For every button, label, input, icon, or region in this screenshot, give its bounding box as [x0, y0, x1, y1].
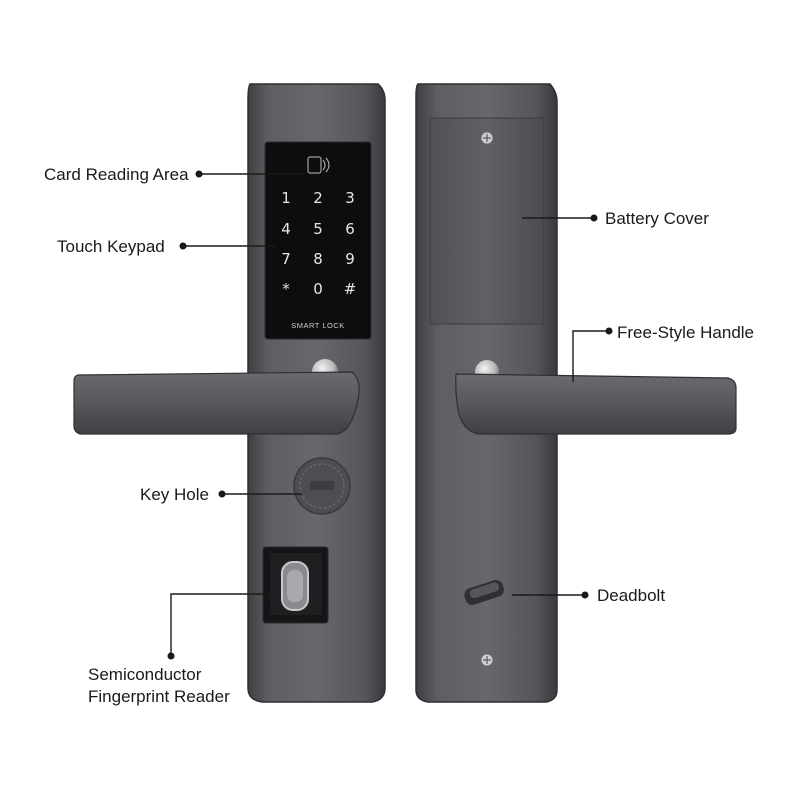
battery-cover[interactable] [429, 117, 544, 325]
deadbolt-knob[interactable] [463, 578, 506, 607]
label-fingerprint-line1: Semiconductor [88, 665, 202, 684]
leader-lines [167, 170, 613, 660]
key-9[interactable]: 9 [345, 250, 355, 268]
label-fingerprint-reader: Semiconductor Fingerprint Reader [88, 664, 230, 708]
screw-bottom-icon [480, 653, 494, 667]
key-hole[interactable] [293, 457, 351, 515]
key-hash[interactable]: # [344, 280, 357, 298]
label-card-reading-area: Card Reading Area [44, 165, 189, 184]
key-0[interactable]: 0 [313, 280, 323, 298]
keypad-brand-text: SMART LOCK [291, 321, 345, 330]
keypad-keys[interactable]: 1 2 3 4 5 6 7 8 9 * 0 # [281, 189, 356, 298]
front-panel: 1 2 3 4 5 6 7 8 9 * 0 # SMART LOCK [73, 83, 386, 703]
back-panel [415, 83, 737, 703]
key-5[interactable]: 5 [313, 220, 323, 238]
key-1[interactable]: 1 [281, 189, 291, 207]
label-touch-keypad: Touch Keypad [57, 237, 165, 256]
screw-top-icon [480, 131, 494, 145]
key-4[interactable]: 4 [281, 220, 291, 238]
fingerprint-icon [287, 570, 303, 602]
fingerprint-reader[interactable] [262, 546, 329, 624]
label-free-style-handle: Free-Style Handle [617, 323, 755, 342]
key-2[interactable]: 2 [313, 189, 323, 207]
label-fingerprint-line2: Fingerprint Reader [88, 687, 230, 706]
label-deadbolt: Deadbolt [597, 586, 666, 605]
back-handle[interactable] [455, 373, 737, 435]
card-reader-icon [307, 156, 330, 174]
keypad-glass [264, 141, 372, 340]
key-7[interactable]: 7 [281, 250, 291, 268]
label-battery-cover: Battery Cover [605, 209, 709, 228]
key-3[interactable]: 3 [345, 189, 355, 207]
label-key-hole: Key Hole [140, 485, 209, 504]
key-star[interactable]: * [282, 280, 290, 298]
key-8[interactable]: 8 [313, 250, 323, 268]
key-6[interactable]: 6 [345, 220, 355, 238]
front-handle[interactable] [73, 371, 360, 435]
